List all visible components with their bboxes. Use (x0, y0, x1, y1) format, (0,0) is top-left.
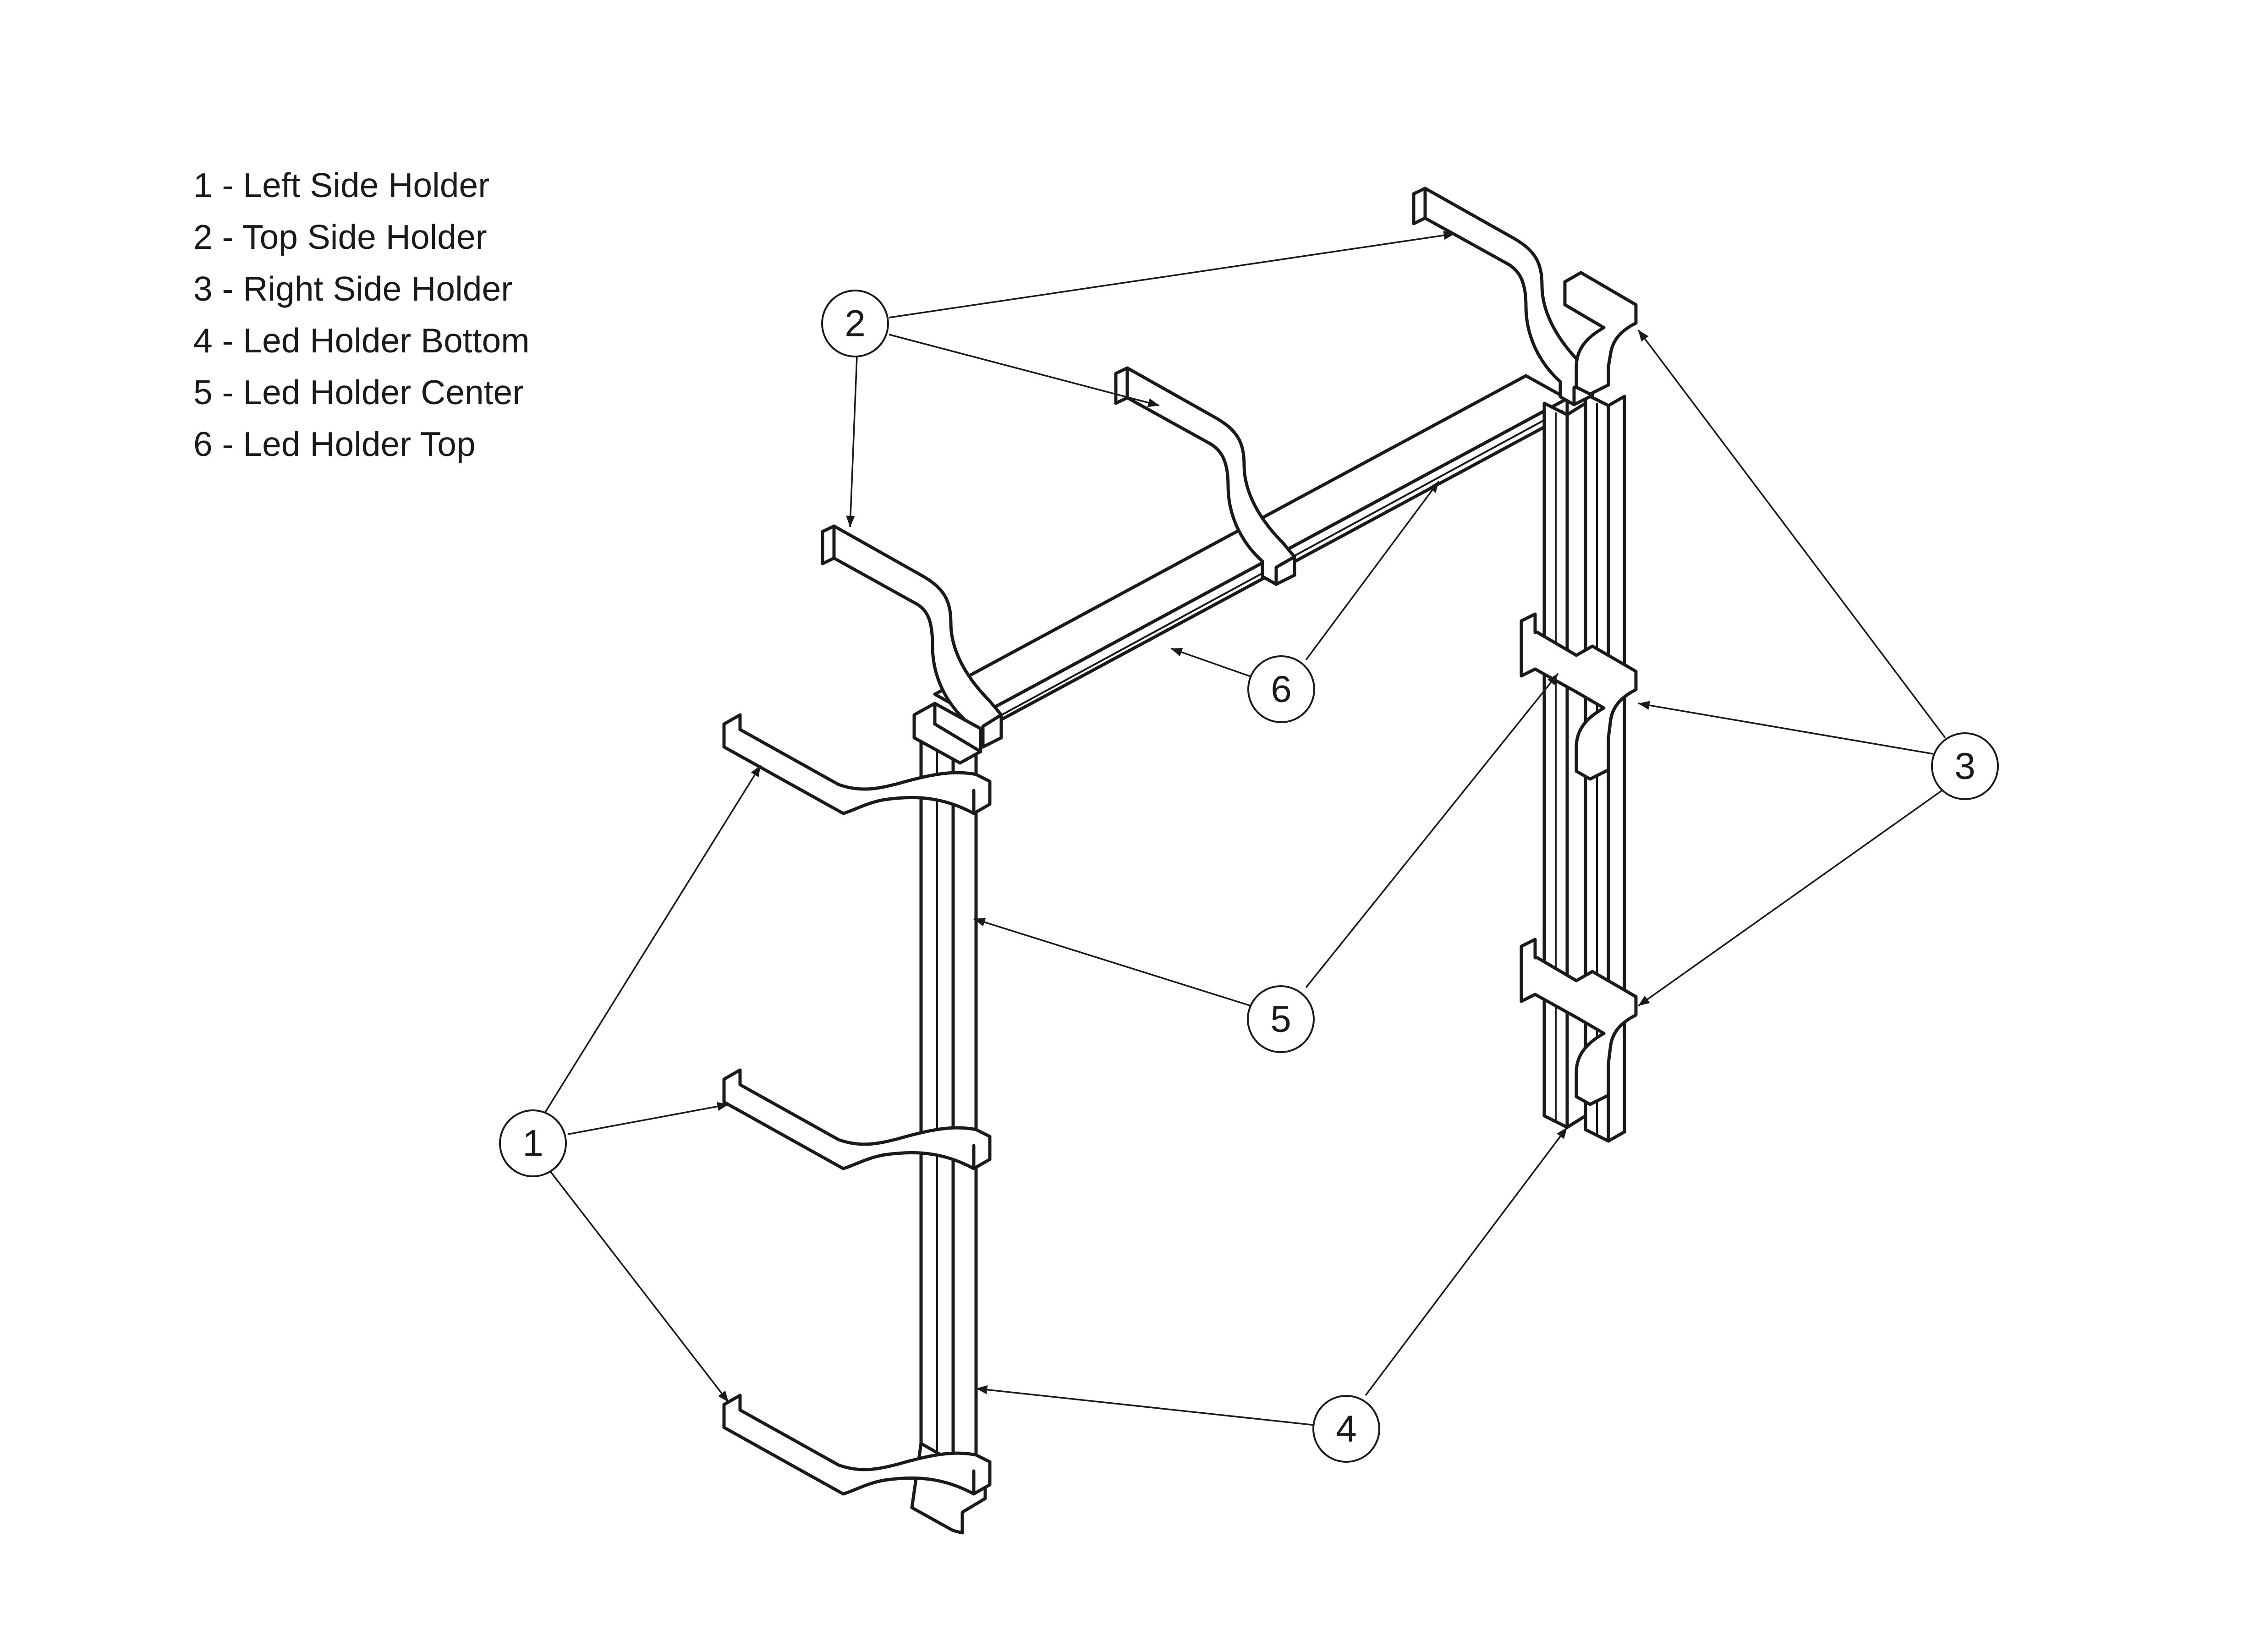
top-side-holder-right (1412, 187, 1594, 406)
legend-item-left-side-holder: 1 - Left Side Holder (193, 166, 489, 204)
left-side-holder-bottom (722, 1394, 992, 1496)
callout-5-number: 5 (1270, 999, 1291, 1040)
callout-4-number: 4 (1336, 1408, 1357, 1450)
leader-lines (543, 231, 1946, 1426)
callout-2: 2 (821, 290, 889, 357)
right-side-holder-middle (1520, 612, 1638, 781)
right-vertical-led-column (1542, 392, 1626, 1143)
right-side-holder-top (1563, 271, 1638, 396)
callout-4: 4 (1312, 1395, 1380, 1463)
callout-6: 6 (1247, 655, 1315, 723)
top-side-holder-left (821, 524, 1003, 765)
legend-item-led-holder-bottom: 4 - Led Holder Bottom (193, 321, 530, 360)
callout-6-number: 6 (1271, 669, 1292, 710)
right-side-holder-bottom (1520, 938, 1638, 1106)
callout-3: 3 (1931, 732, 1999, 800)
callout-2-number: 2 (845, 303, 866, 345)
callout-1-number: 1 (522, 1123, 543, 1164)
legend-item-led-holder-top: 6 - Led Holder Top (193, 425, 476, 463)
left-side-holder-top (722, 713, 992, 815)
legend-item-top-side-holder: 2 - Top Side Holder (193, 218, 487, 256)
legend-item-led-holder-center: 5 - Led Holder Center (193, 373, 524, 412)
legend-item-right-side-holder: 3 - Right Side Holder (193, 269, 512, 308)
callout-5: 5 (1247, 985, 1315, 1053)
callout-1: 1 (499, 1109, 567, 1177)
top-side-holder-middle (1114, 366, 1296, 586)
callout-3-number: 3 (1954, 746, 1975, 787)
parts-legend: 1 - Left Side Holder 2 - Top Side Holder… (193, 166, 530, 463)
left-side-holder-middle (722, 1068, 992, 1170)
